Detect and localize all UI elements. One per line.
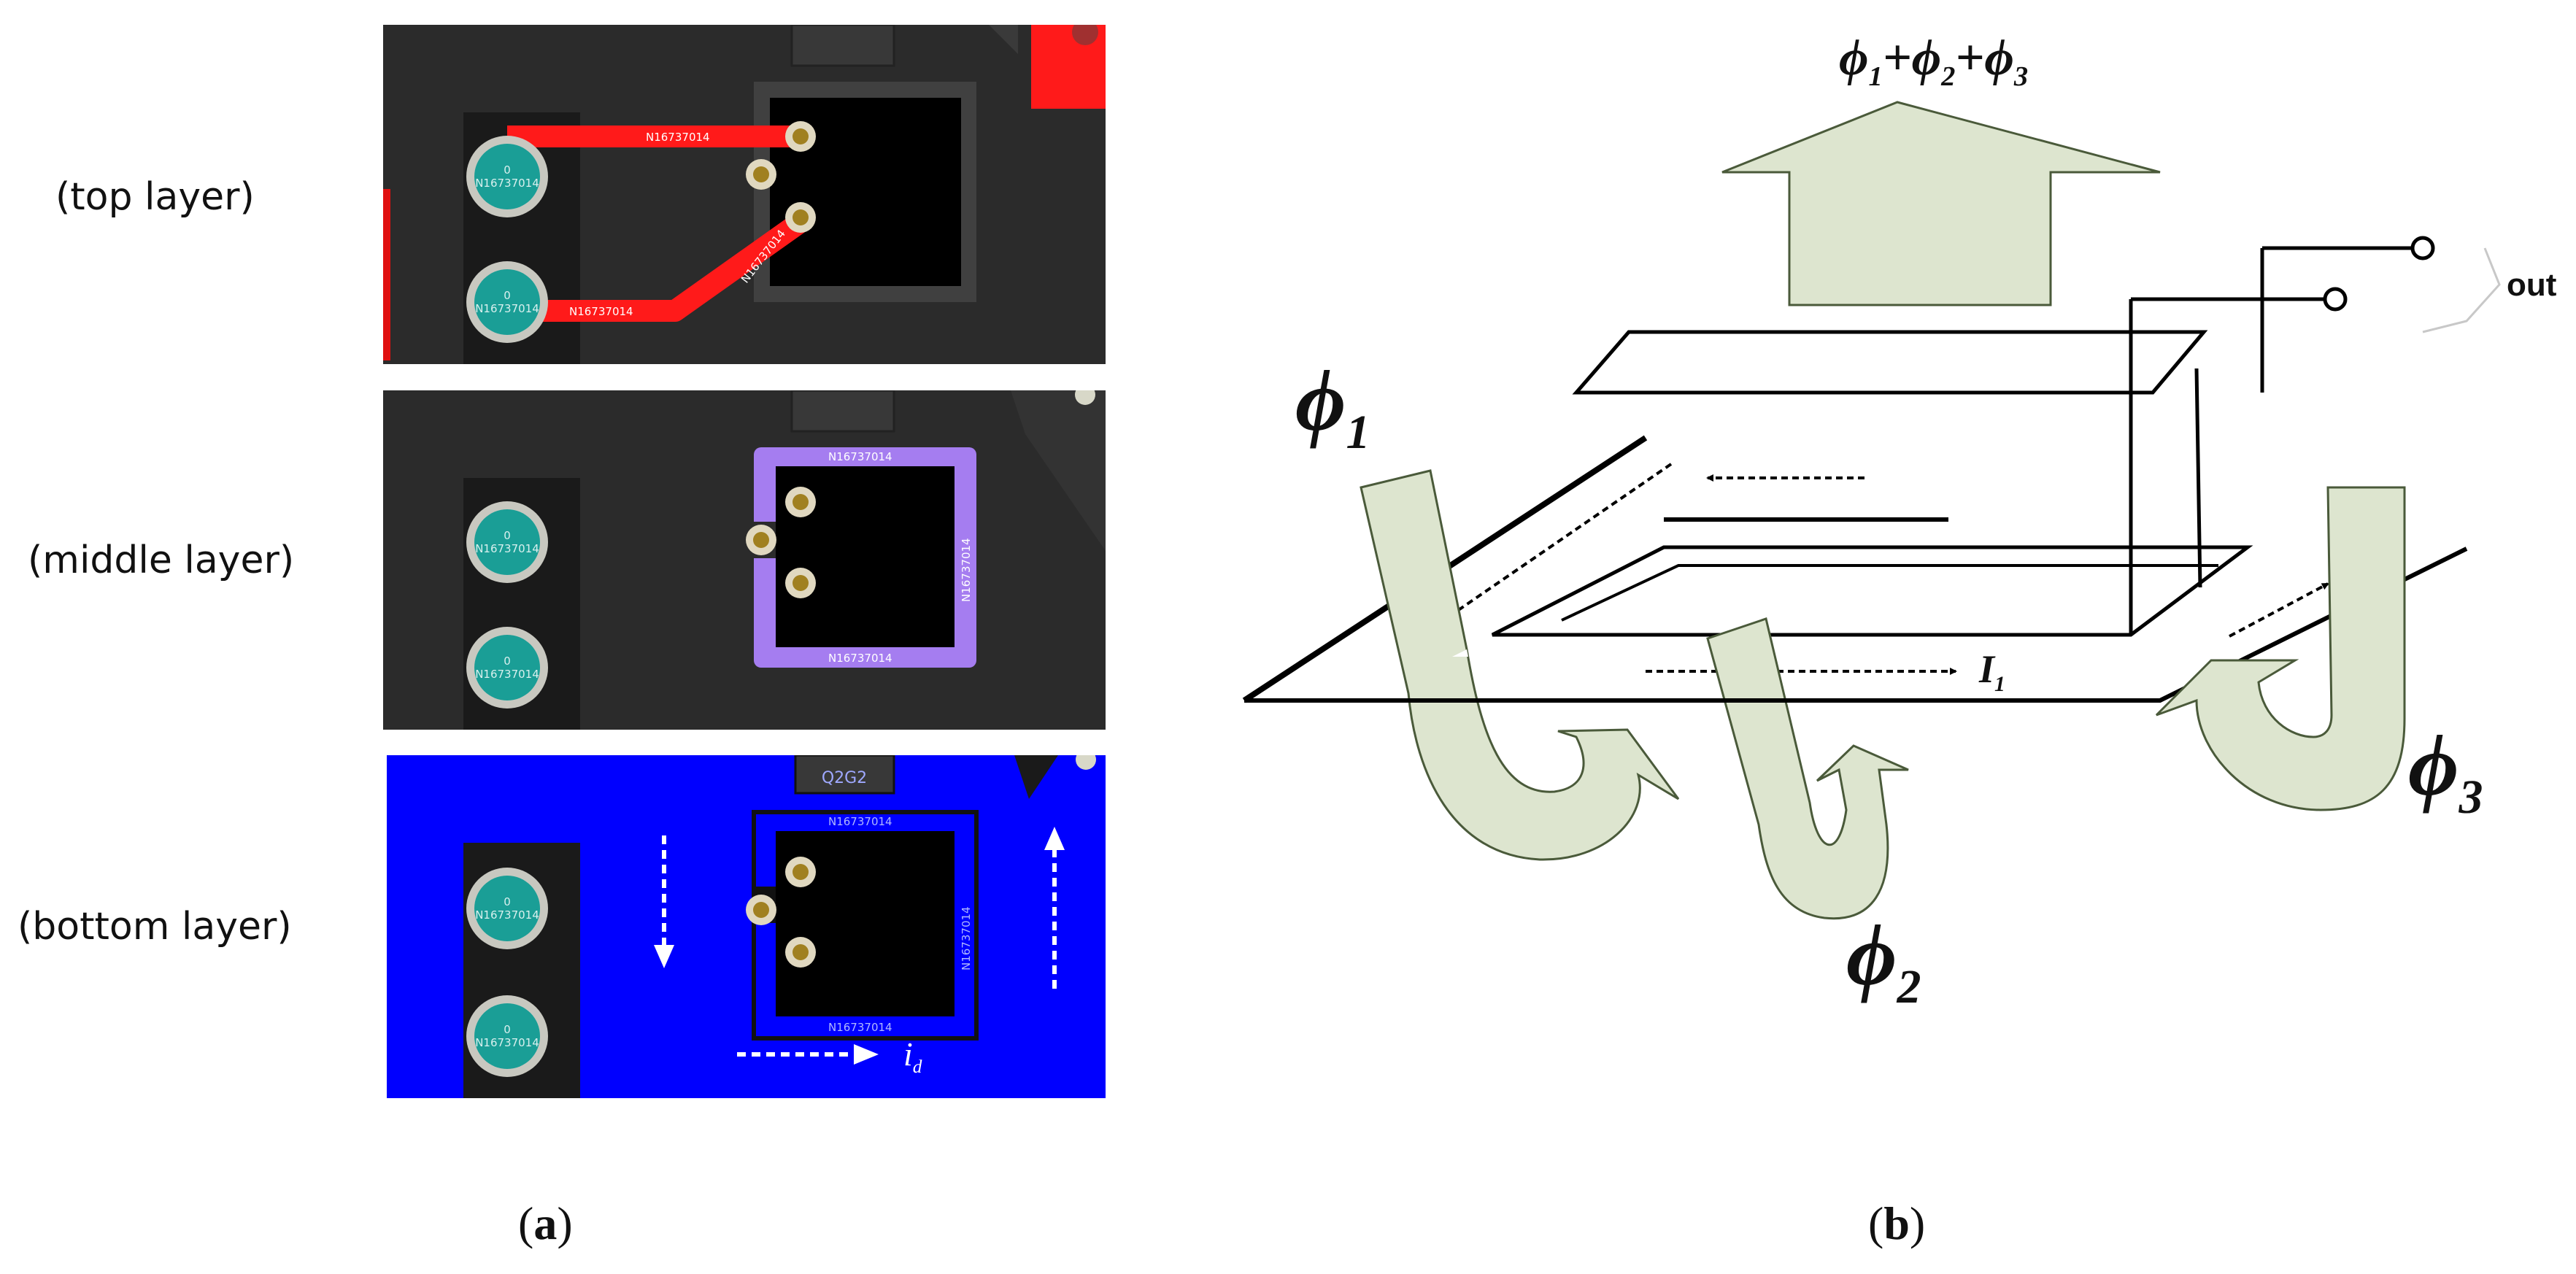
phi3-label: ϕ3 (2408, 717, 2483, 824)
caption-a: (a) (518, 1197, 573, 1249)
arrow-head-icon (654, 945, 674, 968)
middle-layer-image: 0 N16737014 0 N16737014 N16737014 N16737… (383, 390, 1106, 730)
top-layer-image: 0 N16737014 0 N16737014 N16737014 N16737… (383, 25, 1106, 364)
middle-layer-label: (middle layer) (28, 538, 295, 582)
out-bracket (2422, 247, 2501, 333)
pad-text: N16737014 (475, 542, 539, 555)
net-label: N16737014 (960, 538, 973, 602)
terminal-icon (2410, 236, 2435, 260)
pad-text: 0 (504, 895, 511, 908)
phi1-flux-arrow (1360, 469, 1680, 861)
net-label: N16737014 (828, 652, 892, 665)
pad-text: 0 (504, 1023, 511, 1036)
pad-text: 0 (504, 163, 511, 177)
arrow-head-icon (1044, 827, 1065, 850)
net-label: N16737014 (828, 1021, 892, 1034)
current-arrow-right (2229, 582, 2329, 638)
terminal-icon (2323, 287, 2348, 312)
arrow-head-icon (854, 1044, 879, 1065)
upper-loop (1572, 330, 2208, 395)
bottom-layer-label: (bottom layer) (18, 905, 292, 949)
pad-text: 0 (504, 655, 511, 668)
inner-loop (1491, 545, 2253, 637)
net-label: N16737014 (646, 131, 710, 144)
total-flux-arrow (1721, 101, 2161, 306)
pad-text: 0 (504, 289, 511, 302)
phi2-flux-arrow (1706, 617, 1909, 920)
phi2-label: ϕ2 (1846, 906, 1921, 1014)
phi1-label: ϕ1 (1295, 352, 1370, 459)
net-label: N16737014 (828, 450, 892, 463)
net-label: N16737014 (828, 815, 892, 828)
phi-sum-label: ϕ1+ϕ2+ϕ3 (1839, 30, 2029, 92)
pad-text: N16737014 (475, 908, 539, 922)
net-label: N16737014 (960, 906, 973, 970)
net-label: N16737014 (569, 305, 633, 318)
bottom-layer-svg: Q2G2 0 N16737014 0 N16737014 N16737014 N… (387, 755, 1106, 1098)
pad-text: 0 (504, 529, 511, 542)
bottom-layer-image: Q2G2 0 N16737014 0 N16737014 N16737014 N… (387, 755, 1106, 1098)
current-i1-label: I1 (1979, 647, 2005, 696)
lead-wire (2194, 368, 2202, 588)
top-layer-label: (top layer) (55, 175, 255, 219)
component-ref: Q2G2 (822, 769, 867, 787)
pad-text: N16737014 (475, 302, 539, 315)
pad-text: N16737014 (475, 177, 539, 190)
pad-text: N16737014 (475, 668, 539, 681)
top-layer-svg: 0 N16737014 0 N16737014 N16737014 N16737… (383, 25, 1106, 364)
pad-text: N16737014 (475, 1036, 539, 1049)
out-label: out (2507, 267, 2557, 303)
caption-b: (b) (1868, 1197, 1926, 1249)
current-id-label: id (903, 1035, 922, 1078)
phi3-flux-arrow (2155, 486, 2406, 811)
middle-layer-svg: 0 N16737014 0 N16737014 N16737014 N16737… (383, 390, 1106, 730)
